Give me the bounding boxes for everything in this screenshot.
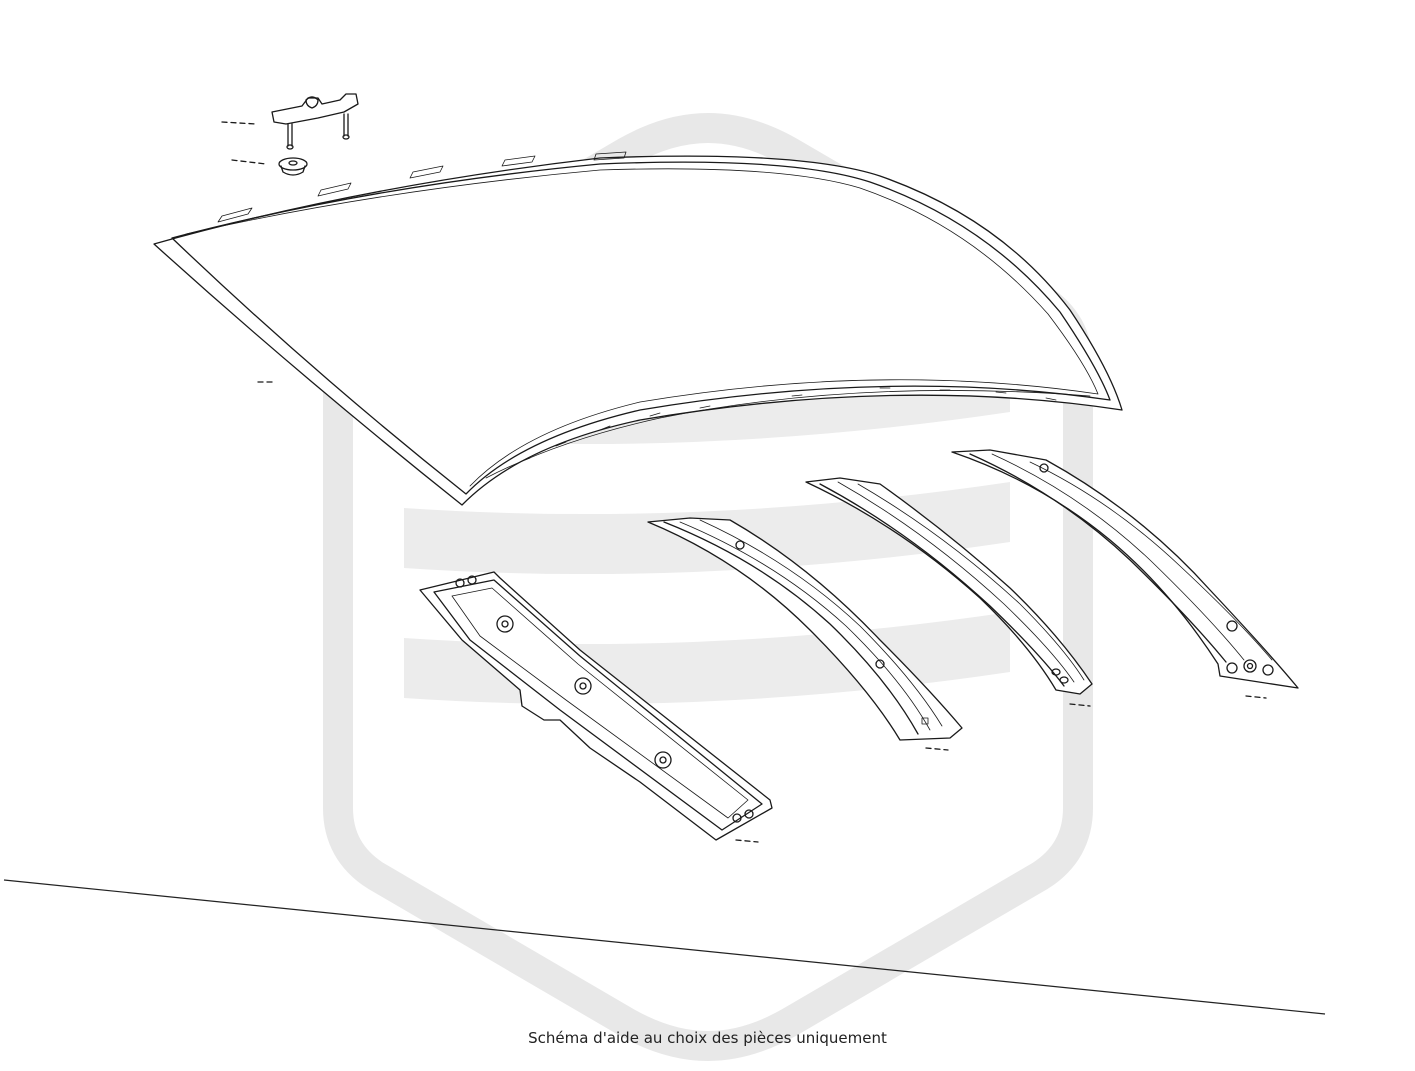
roof-bow-1 bbox=[647, 517, 963, 751]
roof-bow-2 bbox=[805, 477, 1093, 707]
mounting-bracket bbox=[221, 93, 359, 150]
ground-line bbox=[3, 879, 1326, 1015]
front-roof-crossmember bbox=[419, 571, 773, 843]
diagram-caption: Schéma d'aide au choix des pièces unique… bbox=[528, 1029, 887, 1047]
roof-panel bbox=[153, 151, 1123, 506]
rear-roof-crossmember bbox=[951, 449, 1299, 699]
retaining-nut bbox=[231, 157, 308, 176]
